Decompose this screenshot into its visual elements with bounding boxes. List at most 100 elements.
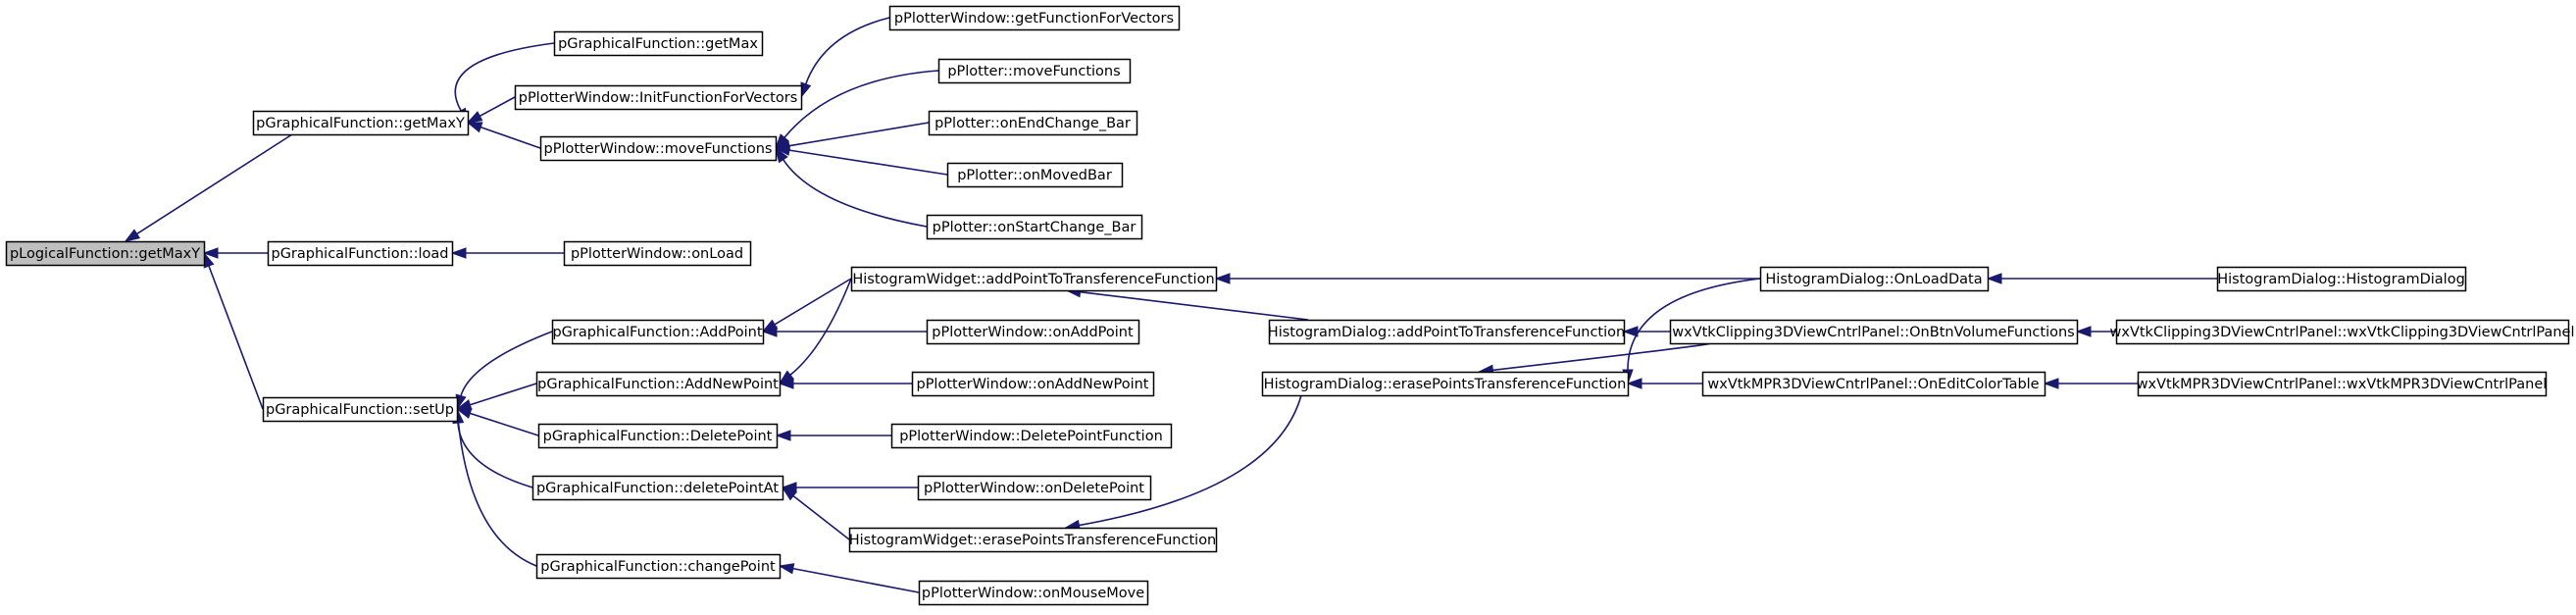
node-box [926, 319, 1140, 345]
edge-hw-addPoint-to-gf-AddNewPoint [789, 278, 852, 376]
node-clip-ctor[interactable]: wxVtkClipping3DViewCntrlPanel::wxVtkClip… [2110, 319, 2575, 345]
node-box [926, 214, 1143, 240]
node-pp-movefunctions[interactable]: pPlotter::moveFunctions [937, 58, 1132, 84]
node-label: pPlotterWindow::getFunctionForVectors [894, 11, 1174, 26]
arrowhead-icon [775, 430, 791, 441]
edge-pp-moveFunctions-to-pw-moveFunctions [783, 70, 939, 138]
arrowhead-icon [774, 144, 791, 156]
node-hd-addpoint[interactable]: HistogramDialog::addPointToTransferenceF… [1268, 319, 1626, 345]
arrowhead-icon [800, 81, 812, 99]
node-gf-deletepointat[interactable]: pGraphicalFunction::deletePointAt [531, 475, 784, 501]
node-gf-deletepoint[interactable]: pGraphicalFunction::DeletePoint [537, 423, 779, 449]
node-gf-load[interactable]: pGraphicalFunction::load [267, 240, 454, 267]
arrowhead-icon [455, 408, 473, 419]
node-label: pPlotter::onStartChange_Bar [933, 220, 1136, 235]
arrowhead-icon [2043, 378, 2059, 389]
node-mpr-ctor[interactable]: wxVtkMPR3DViewCntrlPanel::wxVtkMPR3DView… [2137, 371, 2548, 397]
arrowhead-icon [761, 326, 778, 337]
node-label: wxVtkClipping3DViewCntrlPanel::OnBtnVolu… [1672, 325, 2074, 340]
node-hw-erasepoints[interactable]: HistogramWidget::erasePointsTransference… [849, 527, 1218, 553]
edge-gf-changePoint-to-gf-setUp [457, 422, 537, 567]
edge-pw-getFunctionForVectors-to-pw-InitFunctionForVectors [804, 17, 890, 85]
node-label: pLogicalFunction::getMaxY [10, 246, 200, 262]
node-label: wxVtkMPR3DViewCntrlPanel::OnEditColorTab… [1707, 377, 2039, 392]
arrowhead-icon [778, 370, 794, 384]
node-pw-deletepointfunction[interactable]: pPlotterWindow::DeletePointFunction [890, 423, 1173, 449]
arrowhead-icon [775, 146, 788, 164]
edge-gf-getMaxY-to-root [136, 133, 293, 235]
node-gf-setup[interactable]: pGraphicalFunction::setUp [262, 396, 459, 423]
node-gf-addpoint[interactable]: pGraphicalFunction::AddPoint [551, 319, 765, 345]
node-pw-onaddpoint[interactable]: pPlotterWindow::onAddPoint [926, 319, 1140, 345]
node-box [1261, 371, 1630, 397]
node-pw-onload[interactable]: pPlotterWindow::onLoad [563, 240, 752, 267]
node-label: HistogramWidget::erasePointsTransference… [849, 533, 1217, 548]
arrowhead-icon [1214, 273, 1231, 284]
node-pw-ondeletepoint[interactable]: pPlotterWindow::onDeletePoint [917, 475, 1152, 501]
node-box [946, 162, 1124, 188]
node-pw-onaddnewpoint[interactable]: pPlotterWindow::onAddNewPoint [911, 371, 1155, 397]
node-box [531, 475, 784, 501]
node-label: pPlotterWindow::onDeletePoint [924, 481, 1144, 496]
node-pw-movefunctions[interactable]: pPlotterWindow::moveFunctions [539, 135, 778, 162]
node-label: HistogramDialog::addPointToTransferenceF… [1268, 325, 1625, 340]
edge-gf-setUp-to-root [208, 265, 264, 410]
node-box [2216, 266, 2467, 292]
node-gf-addnewpoint[interactable]: pGraphicalFunction::AddNewPoint [535, 371, 782, 397]
node-box [551, 319, 765, 345]
node-label: HistogramDialog::HistogramDialog [2217, 272, 2465, 287]
node-box [850, 266, 1218, 292]
node-gf-getmaxy[interactable]: pGraphicalFunction::getMaxY [252, 110, 470, 136]
node-gf-getmax[interactable]: pGraphicalFunction::getMax [553, 30, 764, 57]
node-label: pGraphicalFunction::getMaxY [256, 116, 465, 131]
node-pw-onmousemove[interactable]: pPlotterWindow::onMouseMove [918, 580, 1149, 606]
node-box [563, 240, 752, 267]
node-label: pGraphicalFunction::AddPoint [552, 325, 762, 340]
node-box [262, 396, 459, 423]
node-box [267, 240, 454, 267]
node-hd-onloaddata[interactable]: HistogramDialog::OnLoadData [1759, 266, 1990, 292]
arrowhead-icon [1622, 326, 1639, 337]
node-box [917, 475, 1152, 501]
node-hw-addpoint[interactable]: HistogramWidget::addPointToTransferenceF… [850, 266, 1218, 292]
node-pp-onendchange-bar[interactable]: pPlotter::onEndChange_Bar [928, 110, 1138, 136]
node-box [1669, 319, 2079, 345]
node-label: pPlotter::onEndChange_Bar [934, 116, 1131, 131]
edge-pw-moveFunctions-to-gf-getMaxY [480, 126, 541, 149]
node-gf-changepoint[interactable]: pGraphicalFunction::changePoint [535, 553, 782, 580]
node-pp-onmovedbar[interactable]: pPlotter::onMovedBar [946, 162, 1124, 188]
node-pp-onstartchange-bar[interactable]: pPlotter::onStartChange_Bar [926, 214, 1143, 240]
node-box [553, 30, 764, 57]
node-label: pPlotterWindow::InitFunctionForVectors [519, 90, 798, 106]
node-pw-initfunctionforvectors[interactable]: pPlotterWindow::InitFunctionForVectors [514, 84, 803, 111]
node-label: pPlotterWindow::onLoad [571, 246, 743, 262]
node-box [1268, 319, 1626, 345]
node-root[interactable]: pLogicalFunction::getMaxY [5, 240, 206, 267]
node-label: pGraphicalFunction::setUp [266, 402, 454, 418]
node-box [252, 110, 470, 136]
node-box [514, 84, 803, 111]
node-label: HistogramDialog::OnLoadData [1765, 272, 1982, 287]
node-pw-getfunctionforvectors[interactable]: pPlotterWindow::getFunctionForVectors [888, 5, 1181, 31]
node-hd-ctor[interactable]: HistogramDialog::HistogramDialog [2216, 266, 2467, 292]
arrowhead-icon [466, 122, 483, 133]
node-box [918, 580, 1149, 606]
node-mpr-oneditcolortable[interactable]: wxVtkMPR3DViewCntrlPanel::OnEditColorTab… [1701, 371, 2046, 397]
node-label: pPlotterWindow::onAddPoint [932, 325, 1134, 340]
node-box [911, 371, 1155, 397]
edge-hd-OnLoadData-to-hd-erasePoints [1627, 278, 1761, 371]
edge-pw-InitFunctionForVectors-to-gf-getMaxY [479, 96, 516, 118]
node-clip-onbtnvolume[interactable]: wxVtkClipping3DViewCntrlPanel::OnBtnVolu… [1669, 319, 2079, 345]
node-box [5, 240, 206, 267]
node-label: HistogramWidget::addPointToTransferenceF… [852, 272, 1214, 287]
edge-hd-erasePoints-to-hw-erasePoints [1079, 394, 1302, 527]
edge-gf-AddNewPoint-to-gf-setUp [470, 383, 537, 406]
edge-gf-getMax-to-gf-getMaxY [454, 42, 555, 112]
edge-clip-OnBtnVolume-to-hd-erasePoints [1492, 342, 1711, 372]
node-box [928, 110, 1138, 136]
node-label: wxVtkMPR3DViewCntrlPanel::wxVtkMPR3DView… [2137, 377, 2548, 392]
node-label: pPlotterWindow::onMouseMove [922, 586, 1144, 601]
node-hd-erasepoints[interactable]: HistogramDialog::erasePointsTransference… [1261, 371, 1630, 397]
arrowhead-icon [450, 247, 467, 259]
